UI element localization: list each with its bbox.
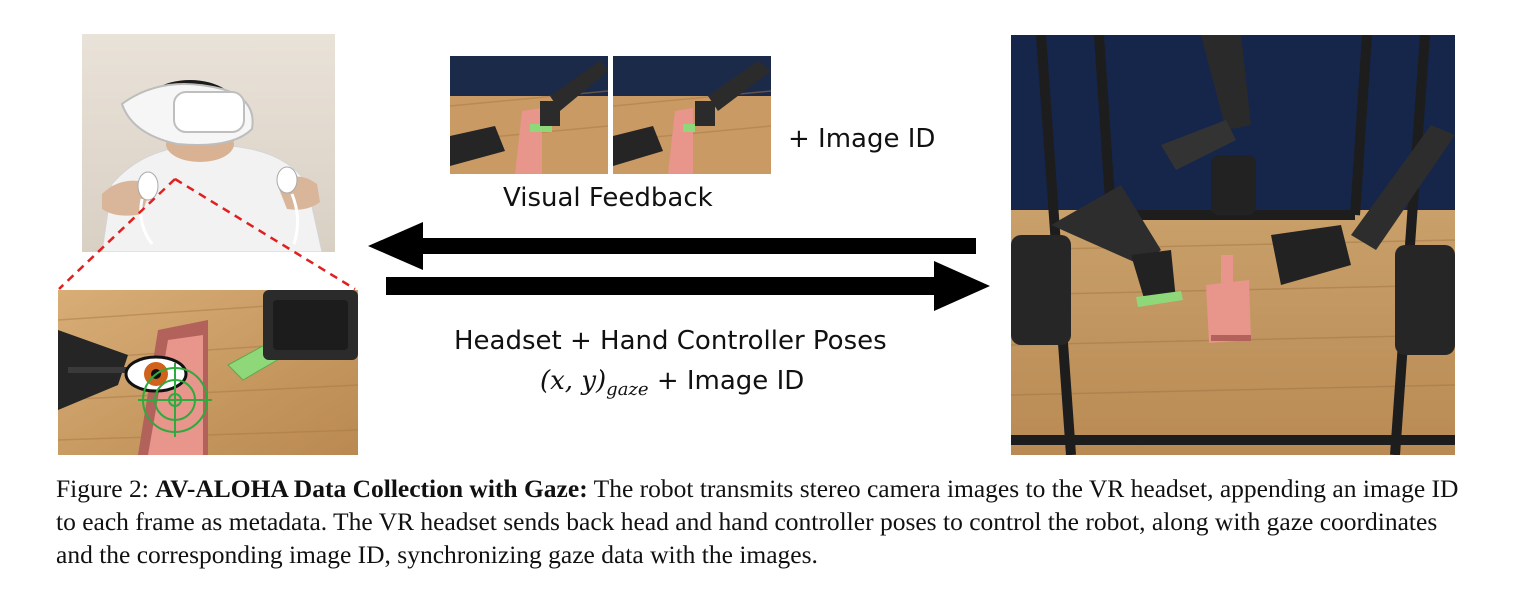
gaze-view-image <box>58 290 358 455</box>
visual-feedback-label: Visual Feedback <box>503 183 713 213</box>
caption-text: The robot transmits stereo camera images… <box>56 474 1459 569</box>
poses-label: Headset + Hand Controller Poses <box>454 326 887 356</box>
robot-scene-image <box>1011 35 1455 455</box>
image-id-label-bottom: + Image ID <box>656 366 805 396</box>
zoom-lines <box>55 175 360 295</box>
stereo-frame-right <box>613 56 771 174</box>
image-id-label-top: + Image ID <box>788 124 936 154</box>
person-vr-photo <box>82 34 335 252</box>
gaze-label: (x, y)gaze + Image ID <box>540 366 804 400</box>
gaze-subscript: gaze <box>606 379 649 401</box>
caption-prefix: Figure 2: <box>56 474 156 503</box>
arrow-left <box>368 222 978 270</box>
gaze-coordinate: (x, y) <box>540 366 607 396</box>
arrow-right <box>386 261 992 311</box>
caption-title: AV-ALOHA Data Collection with Gaze: <box>155 474 588 503</box>
figure-caption: Figure 2: AV-ALOHA Data Collection with … <box>56 472 1476 571</box>
stereo-frame-left <box>450 56 608 174</box>
